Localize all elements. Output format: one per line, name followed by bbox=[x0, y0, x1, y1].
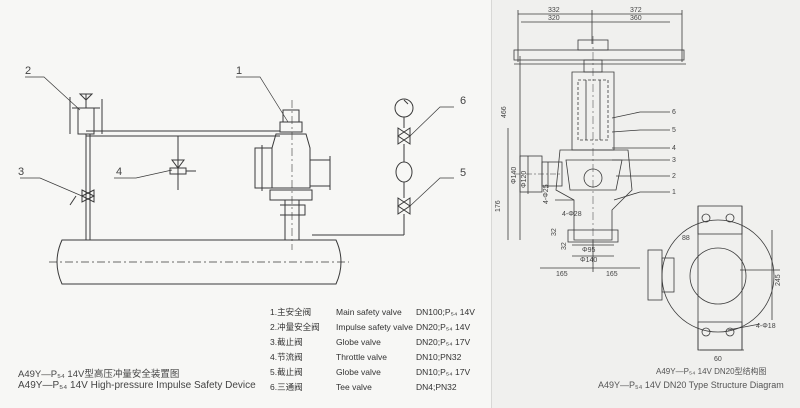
dim-60: 60 bbox=[714, 356, 722, 363]
dim-372: 372 bbox=[630, 7, 642, 14]
right-sheet bbox=[491, 0, 800, 408]
left-sheet bbox=[0, 0, 491, 408]
dim-360: 360 bbox=[630, 15, 642, 22]
left-caption-cn: A49Y—P₅₄ 14V型高压冲量安全装置图 bbox=[18, 369, 180, 380]
dim-320: 320 bbox=[548, 15, 560, 22]
impulse-safety-device-diagram bbox=[20, 76, 454, 285]
parts-list: 1.主安全阀 Main safety valve DN100;P₅₄ 14V 2.冲… bbox=[270, 305, 496, 395]
part-spec: DN100;P₅₄ 14V bbox=[416, 307, 475, 317]
parts-row: 5.截止阀 Globe valve DN10;P₅₄ 17V bbox=[270, 365, 496, 380]
part-cn: 6.三通阀 bbox=[270, 382, 303, 392]
dim-4-phi28: 4-Φ28 bbox=[562, 211, 582, 218]
parts-row: 4.节流阀 Throttle valve DN10;PN32 bbox=[270, 350, 496, 365]
dim-32-b: 32 bbox=[561, 242, 568, 250]
left-caption-en: A49Y—P₅₄ 14V High-pressure Impulse Safet… bbox=[18, 380, 256, 391]
dim-88: 88 bbox=[682, 235, 690, 242]
rcallout-5: 5 bbox=[672, 127, 676, 134]
part-spec: DN10;P₅₄ 17V bbox=[416, 367, 471, 377]
callout-2: 2 bbox=[25, 65, 31, 77]
dim-4-phi18: 4-Φ18 bbox=[756, 323, 776, 330]
part-spec: DN10;PN32 bbox=[416, 352, 462, 362]
rcallout-2: 2 bbox=[672, 173, 676, 180]
part-en: Tee valve bbox=[336, 382, 372, 392]
dim-466: 466 bbox=[501, 106, 508, 118]
callout-leaders bbox=[20, 76, 454, 207]
gauge-line bbox=[312, 98, 414, 236]
part-cn: 4.节流阀 bbox=[270, 352, 303, 362]
part-en: Globe valve bbox=[336, 337, 381, 347]
part-cn: 3.截止阀 bbox=[270, 337, 303, 347]
callout-1: 1 bbox=[236, 65, 242, 77]
dim-332: 332 bbox=[548, 7, 560, 14]
part-en: Globe valve bbox=[336, 367, 381, 377]
dim-4-phi25: 4-Φ25 bbox=[543, 184, 550, 204]
dim-phi95: Φ95 bbox=[582, 247, 595, 254]
part-spec: DN20;P₅₄ 17V bbox=[416, 337, 471, 347]
right-caption-en: A49Y—P₅₄ 14V DN20 Type Structure Diagram bbox=[598, 380, 784, 390]
callout-6: 6 bbox=[460, 95, 466, 107]
throttle-valve-4 bbox=[169, 136, 196, 190]
part-cn: 1.主安全阀 bbox=[270, 307, 312, 317]
parts-row: 1.主安全阀 Main safety valve DN100;P₅₄ 14V bbox=[270, 305, 496, 320]
callout-5: 5 bbox=[460, 167, 466, 179]
parts-row: 3.截止阀 Globe valve DN20;P₅₄ 17V bbox=[270, 335, 496, 350]
dim-phi140-b: Φ140 bbox=[580, 257, 597, 264]
rcallout-1: 1 bbox=[672, 189, 676, 196]
part-en: Impulse safety valve bbox=[336, 322, 414, 332]
globe-valve-3 bbox=[69, 160, 96, 240]
rcallout-4: 4 bbox=[672, 145, 676, 152]
dn20-structure-diagram bbox=[507, 10, 686, 272]
dim-phi120: Φ120 bbox=[521, 171, 528, 188]
dim-32-a: 32 bbox=[551, 228, 558, 236]
part-spec: DN20;P₅₄ 14V bbox=[416, 322, 471, 332]
part-cn: 2.冲量安全阀 bbox=[270, 322, 320, 332]
part-cn: 5.截止阀 bbox=[270, 367, 303, 377]
impulse-safety-valve bbox=[69, 93, 103, 160]
rcallout-6: 6 bbox=[672, 109, 676, 116]
dim-245: 245 bbox=[775, 274, 782, 286]
steam-header-vessel bbox=[56, 239, 342, 285]
right-caption-cn: A49Y—P₅₄ 14V DN20型结构图 bbox=[656, 367, 767, 376]
flange-end-view bbox=[647, 205, 780, 351]
part-en: Throttle valve bbox=[336, 352, 388, 362]
main-safety-valve bbox=[254, 100, 331, 250]
dim-phi140-a: Φ140 bbox=[511, 167, 518, 184]
callout-4: 4 bbox=[116, 166, 122, 178]
parts-row: 6.三通阀 Tee valve DN4;PN32 bbox=[270, 380, 496, 395]
dim-176: 176 bbox=[495, 200, 502, 212]
part-en: Main safety valve bbox=[336, 307, 402, 317]
rcallout-3: 3 bbox=[672, 157, 676, 164]
callout-3: 3 bbox=[18, 166, 24, 178]
dim-165-a: 165 bbox=[556, 271, 568, 278]
dim-165-b: 165 bbox=[606, 271, 618, 278]
part-spec: DN4;PN32 bbox=[416, 382, 457, 392]
